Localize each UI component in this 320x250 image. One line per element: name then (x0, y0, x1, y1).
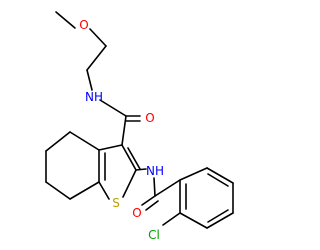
bond-ar-cl (162, 212, 181, 226)
bond-c3a-c3 (98, 144, 123, 151)
amide-nitrogen-label-1: NH (85, 90, 103, 104)
bond-c3-c2 (121, 144, 137, 171)
bond-ch2-ch2 (86, 45, 107, 71)
bond-ar-2-3 (206, 167, 234, 184)
bond-ar-4-5-inner (207, 209, 229, 223)
bond-c2-nh (135, 168, 147, 171)
bond-carbonyl2-o-b (145, 200, 159, 211)
bond-ar-1-2 (179, 167, 208, 181)
chlorine-label: Cl (148, 228, 160, 242)
methoxy-oxygen-label: O (79, 18, 88, 32)
bond-carbonyl2-aryl (154, 179, 181, 197)
bond-ch2-n (86, 69, 93, 91)
carbonyl-oxygen-label-2: O (132, 206, 141, 220)
carbonyl-oxygen-label-1: O (145, 111, 154, 125)
atom-labels: O NH O NH S O Cl (79, 18, 164, 242)
molecule-structure: O NH O NH S O Cl (45, 11, 234, 242)
bond-n-carbonyl (99, 99, 127, 117)
bonds (45, 11, 234, 229)
bond-c2-s (122, 169, 137, 198)
bond-carbonyl-c3 (121, 115, 127, 146)
bond-c6-c7 (45, 181, 71, 200)
bond-carbonyl2-o-a (141, 195, 156, 206)
bond-c2-c2-inner (127, 147, 141, 170)
bond-s-c7a (98, 181, 110, 200)
bond-ar-4-5 (206, 212, 234, 229)
bond-methyl-o (55, 11, 76, 29)
bond-c3a-c4 (69, 131, 100, 151)
bond-ar-2-3-inner (207, 173, 229, 187)
thiophene-sulfur-label: S (112, 196, 120, 210)
bond-c4-c5 (45, 131, 71, 152)
amide-nitrogen-label-2: NH (146, 164, 164, 178)
bond-c7-c7a (69, 181, 100, 200)
bond-o-ch2 (89, 28, 107, 47)
bond-ar-5-6 (179, 212, 208, 229)
bond-nh-carbonyl2 (153, 177, 156, 197)
